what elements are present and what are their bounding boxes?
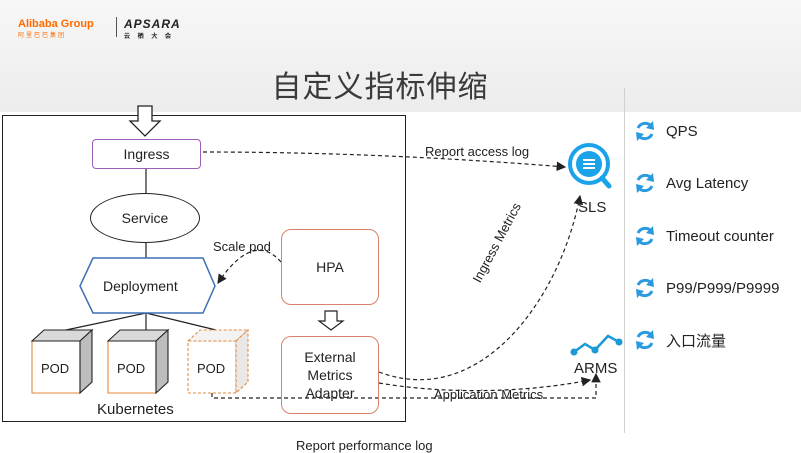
report-access-log-label: Report access log	[425, 144, 530, 159]
sls-label: SLS	[578, 199, 607, 216]
report-performance-log-label: Report performance log	[296, 438, 433, 453]
pod-label: POD	[117, 361, 146, 376]
service-node: Service	[90, 193, 200, 243]
pod-cube-pending	[186, 328, 250, 395]
metric-label: Timeout counter	[666, 227, 774, 245]
alibaba-logo-subtext: 阿里巴巴集团	[18, 33, 67, 39]
adapter-label-line: Metrics	[307, 367, 353, 383]
metric-item: P99/P999/P9999	[632, 274, 779, 302]
metric-item: 入口流量	[632, 326, 726, 354]
entry-arrow	[128, 105, 162, 137]
metric-label: P99/P999/P9999	[666, 279, 780, 297]
metric-item: Avg Latency	[632, 169, 748, 197]
apsara-logo-subtext: 云 栖 大 会	[124, 34, 175, 40]
pod-label: POD	[41, 361, 70, 376]
deployment-node-shape	[79, 257, 216, 314]
kubernetes-label: Kubernetes	[97, 401, 174, 418]
pod-cube	[30, 328, 94, 395]
logo-separator	[116, 17, 117, 37]
external-metrics-adapter-node: External Metrics Adapter	[281, 336, 379, 414]
adapter-label-line: Adapter	[305, 385, 355, 401]
pod-cube	[106, 328, 170, 395]
scale-pod-label: Scale pod	[213, 239, 271, 254]
scale-pod-edge	[217, 249, 282, 284]
divider-line	[624, 88, 625, 433]
arms-label: ARMS	[574, 360, 618, 377]
arms-icon	[570, 334, 623, 356]
sls-icon	[568, 143, 612, 189]
refresh-icon	[636, 226, 654, 246]
alibaba-group-logo: Alibaba Group 阿里巴巴集团	[18, 18, 94, 39]
apsara-logo: APSARA 云 栖 大 会	[124, 17, 181, 40]
adapter-label-line: External	[304, 349, 356, 365]
refresh-icon	[636, 173, 654, 193]
refresh-icon	[636, 330, 654, 350]
metric-item: QPS	[632, 117, 698, 145]
ingress-metrics-edge	[378, 194, 584, 381]
pod-label: POD	[197, 361, 226, 376]
header-bar	[0, 0, 801, 112]
page-title: 自定义指标伸缩	[271, 70, 489, 105]
report-performance-log-edge	[211, 372, 601, 399]
metric-label: Avg Latency	[666, 174, 749, 192]
refresh-icon	[636, 121, 654, 141]
hpa-to-adapter-arrow	[317, 310, 345, 331]
hpa-node: HPA	[281, 229, 379, 305]
deployment-label: Deployment	[103, 278, 178, 294]
refresh-icon	[636, 278, 654, 298]
application-metrics-label: Application Metrics	[434, 387, 544, 402]
metric-label: QPS	[666, 122, 698, 140]
alibaba-logo-text: Alibaba Group	[18, 18, 94, 30]
deployment-pod-link	[65, 312, 147, 331]
apsara-logo-text: APSARA	[124, 17, 181, 31]
metric-item: Timeout counter	[632, 222, 774, 250]
ingress-node: Ingress	[92, 139, 201, 169]
metric-label: 入口流量	[666, 332, 727, 350]
deployment-pod-link	[145, 312, 217, 331]
